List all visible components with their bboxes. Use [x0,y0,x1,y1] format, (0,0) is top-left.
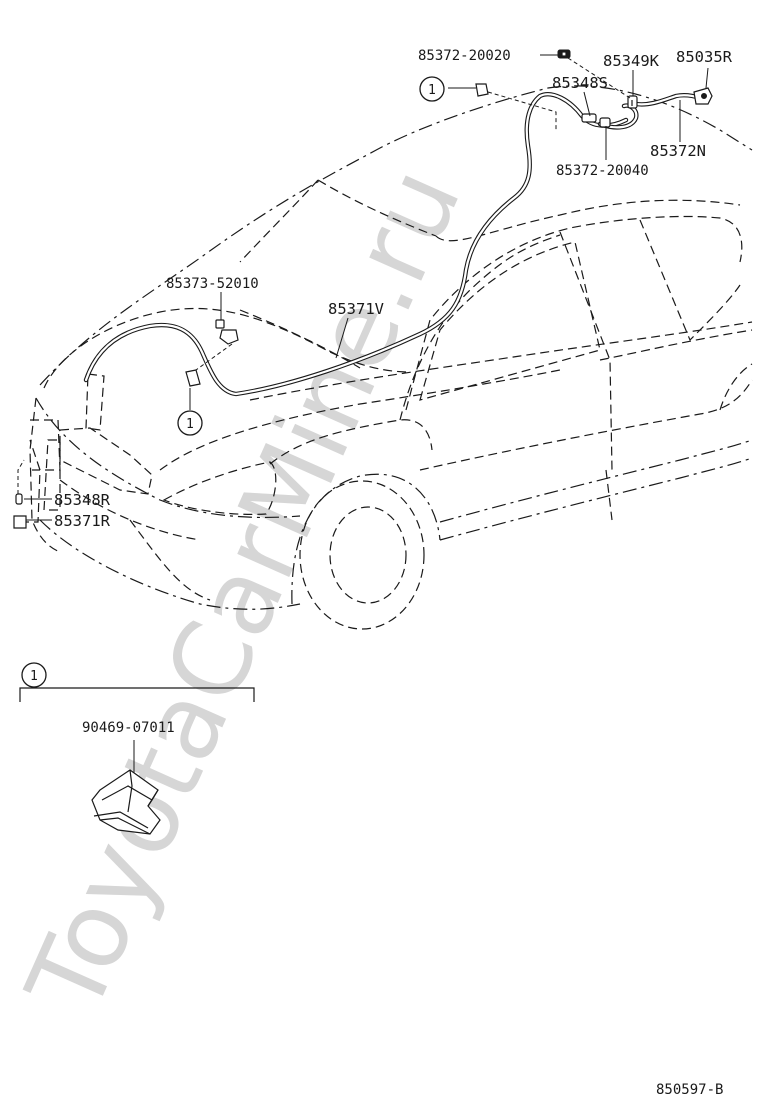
a-pillar-lower [399,234,561,421]
leader-85348R-dash [17,459,25,494]
hose-end-85371R-symbol [13,515,27,529]
label-85371V: 85371V [328,300,384,318]
rear-door-edge [599,329,753,361]
front-rim [329,506,407,604]
callout-circle [177,410,203,436]
diagram-code: 850597-B [656,1082,723,1098]
nozzle-85035R-symbol [693,87,713,105]
part-labels: 85372-20020 85349K 85035R 85348S 85372N … [54,48,733,530]
label-85035R: 85035R [676,48,733,66]
front-wheel-arch [291,473,441,605]
clip-85373-52010-symbol [215,319,239,345]
front-bumper-top [35,397,301,519]
headlamp [162,461,277,515]
detail-group-bracket [19,687,255,702]
label-85371R: 85371R [54,512,111,530]
label-85348S: 85348S [552,74,608,92]
leader-85348S [583,91,591,117]
callout-circle [419,76,445,102]
side-sill-upper [439,439,753,523]
leader-85035R [705,67,709,89]
side-window [405,215,743,411]
hood-line [43,307,411,389]
label-90469-07011: 90469-07011 [82,720,175,736]
clip-top-symbol [475,83,489,97]
label-85349K: 85349K [603,52,660,70]
washer-tank-outline [59,427,153,495]
a-pillar [435,199,741,242]
rear-wheel-arch [719,363,753,411]
callout-marker-top[interactable]: 1 [419,76,445,102]
car-body-outline [29,85,753,630]
leader-85373-52010-dash [195,343,233,371]
clamp-85372-20040-symbol [599,117,611,128]
label-85373-52010: 85373-52010 [166,276,259,292]
side-sill-lower [439,457,753,541]
washer-tank-back [30,419,61,471]
hose-85371R-path [20,439,41,523]
front-corner [29,397,61,553]
grille-line [129,519,211,601]
door-line [605,469,613,521]
parts-symbols [13,49,713,529]
b-pillar [559,231,613,471]
window-frame-inner [419,241,601,401]
detail-group-number: 1 [30,669,38,684]
label-85372-20040: 85372-20040 [556,163,649,179]
front-tire [299,480,425,630]
washer-tank-body [43,439,61,511]
rear-window [639,219,741,342]
washer-tank-neck [85,373,105,431]
leader-85372-20020-dash [567,57,631,99]
label-85372N: 85372N [650,142,706,160]
callout-number: 1 [428,83,436,98]
leader-85371V [335,317,349,359]
cowl-line [159,369,561,471]
label-85348R: 85348R [54,491,111,509]
detail-group-1: 1 90469-07011 [19,662,255,835]
washer-hose-group [20,92,703,523]
valve-85348S-symbol [581,113,597,123]
roof-line [39,85,753,386]
washer-tank [30,373,153,511]
hood-crease [239,309,361,369]
hose-85371V-inner [84,93,628,396]
front-fender [269,419,433,465]
bumper-crease [59,479,201,541]
side-panel [419,379,753,471]
windshield-upper [317,179,437,237]
clip-90469-07011-symbol [91,769,161,835]
label-85372-20020: 85372-20020 [418,48,511,64]
leader-callout-top-dash [487,91,557,130]
valve-85348R-symbol [15,493,23,505]
beltline [249,321,753,401]
detail-group-marker[interactable] [21,662,47,688]
front-bumper-lower [39,519,301,610]
clamp-85372-20020-symbol [557,49,571,59]
leader-lines [17,54,709,521]
clip-hood-symbol [185,369,201,387]
callout-marker-hood[interactable]: 1 [177,410,203,436]
callout-number: 1 [186,417,194,432]
windshield-side [239,179,319,263]
